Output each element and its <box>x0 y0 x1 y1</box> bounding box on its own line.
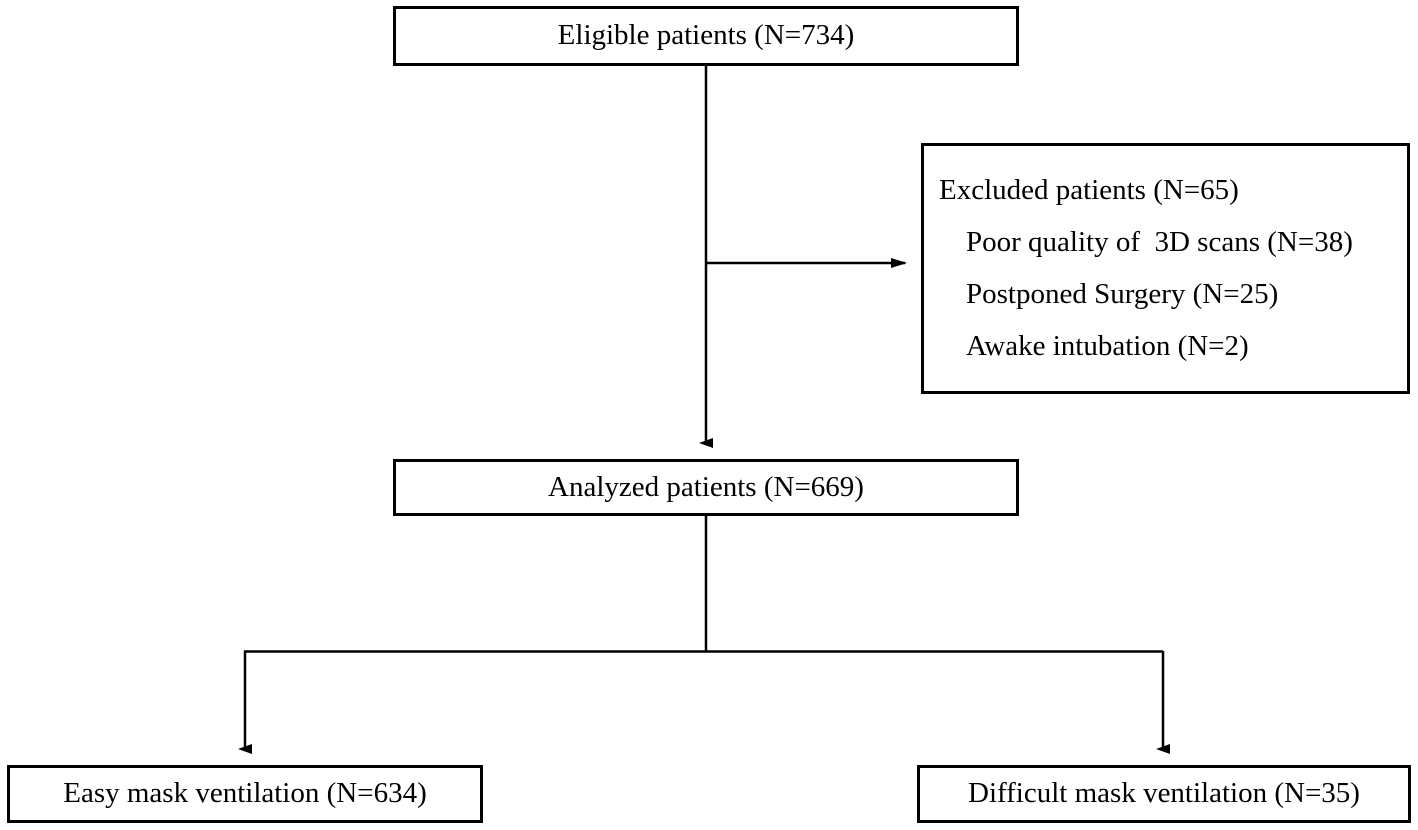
node-eligible-patients-label: Eligible patients (N=734) <box>557 19 855 52</box>
node-excluded-patients: Excluded patients (N=65) Poor quality of… <box>921 143 1410 394</box>
node-analyzed-patients-label: Analyzed patients (N=669) <box>548 470 864 503</box>
node-eligible-patients: Eligible patients (N=734) <box>393 6 1019 66</box>
node-difficult-mask-ventilation: Difficult mask ventilation (N=35) <box>917 765 1411 823</box>
excluded-reason-item: Awake intubation (N=2) <box>966 329 1249 362</box>
node-easy-mask-ventilation-label: Easy mask ventilation (N=634) <box>63 777 427 810</box>
node-easy-mask-ventilation: Easy mask ventilation (N=634) <box>7 765 483 823</box>
excluded-reason-item: Poor quality of 3D scans (N=38) <box>966 225 1353 258</box>
excluded-patients-header: Excluded patients (N=65) <box>939 173 1239 206</box>
excluded-reason-item: Postponed Surgery (N=25) <box>966 277 1279 310</box>
node-analyzed-patients: Analyzed patients (N=669) <box>393 459 1019 516</box>
excluded-reason-list: Excluded patients (N=65) Poor quality of… <box>924 164 1407 372</box>
node-difficult-mask-ventilation-label: Difficult mask ventilation (N=35) <box>968 777 1360 810</box>
